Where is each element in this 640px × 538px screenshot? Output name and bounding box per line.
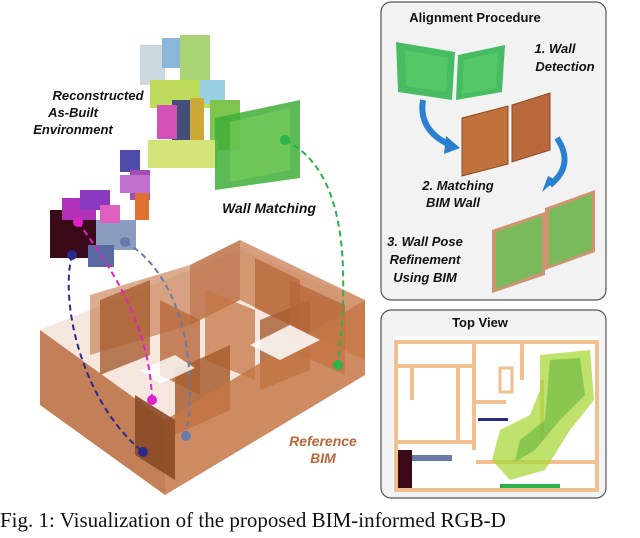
step2-label-line2: BIM Wall [426,195,480,210]
match-dot-green-end [333,360,343,370]
step3-label-line3: Using BIM [393,270,458,285]
step3-label-line2: Refinement [390,252,461,267]
alignment-panel: Alignment Procedure 1. Wall Detection 2.… [381,2,606,300]
top-view-panel: Top View [381,310,606,498]
reconstructed-label-line3: Environment [33,122,113,137]
reconstructed-label-line2: As-Built [47,105,99,120]
step3-label-line1: 3. Wall Pose [387,234,463,249]
match-dot-steel-start [120,237,130,247]
top-view-map [393,336,599,492]
match-dot-navy-end [138,447,148,457]
reconstructed-label-line1: Reconstructed [52,88,144,103]
point-cloud-reconstruction [50,35,300,267]
alignment-panel-title: Alignment Procedure [409,10,540,25]
match-dot-magenta-end [147,395,157,405]
match-dot-magenta-start [73,217,83,227]
top-view-title: Top View [452,315,509,330]
reference-label-line1: Reference [289,433,357,449]
point-cloud-lower [50,175,150,267]
figure-caption: Fig. 1: Visualization of the proposed BI… [0,508,640,538]
match-dot-navy-start [67,250,77,260]
step1-label-line1: 1. Wall [535,41,576,56]
reference-label-line2: BIM [310,450,336,466]
step2-label-line1: 2. Matching [421,178,494,193]
wall-matching-label: Wall Matching [222,200,316,216]
match-dot-steel-end [181,431,191,441]
step1-label-line2: Detection [535,59,594,74]
match-dot-green-start [280,135,290,145]
